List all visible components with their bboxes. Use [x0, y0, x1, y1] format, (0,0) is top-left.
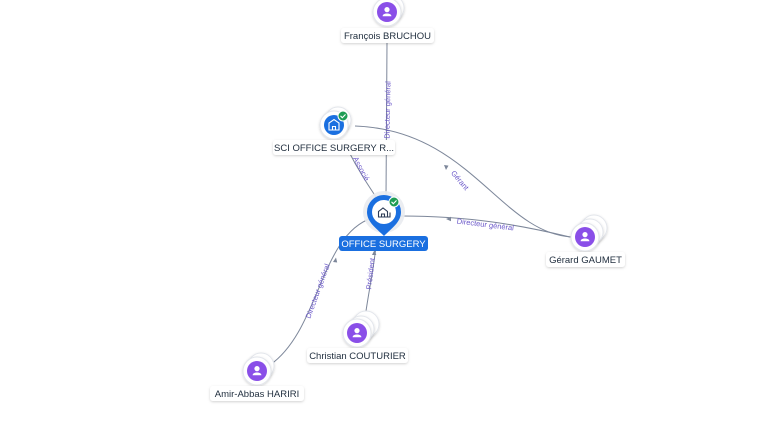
edge-label-bruchou-office: Directeur général	[382, 81, 392, 139]
verified-check-icon	[337, 110, 349, 122]
node-office-surgery[interactable]: OFFICE SURGERY	[339, 191, 428, 251]
node-francois-bruchou[interactable]: François BRUCHOU	[341, 0, 434, 43]
building-icon	[377, 207, 391, 218]
verified-check-icon	[388, 196, 400, 208]
edge-arrow	[444, 165, 449, 170]
edge-bruchou-office	[385, 41, 388, 199]
edge-arrow	[372, 250, 377, 255]
edges	[269, 41, 572, 366]
node-label-amir-abbas-hariri: Amir-Abbas HARIRI	[215, 389, 299, 400]
edge-label-sci-office: Associé	[351, 155, 371, 182]
node-label-gerard-gaumet: Gérard GAUMET	[549, 255, 622, 266]
node-sci-office-surgery[interactable]: SCI OFFICE SURGERY R...	[273, 106, 395, 155]
edge-gaumet-sci	[354, 125, 572, 238]
edge-label-hariri-office: Directeur général	[304, 262, 332, 319]
edge-gaumet-office	[400, 215, 571, 238]
building-icon	[328, 118, 340, 131]
node-label-sci-office-surgery: SCI OFFICE SURGERY R...	[274, 143, 394, 154]
node-gerard-gaumet[interactable]: Gérard GAUMET	[546, 214, 625, 267]
node-amir-abbas-hariri[interactable]: Amir-Abbas HARIRI	[210, 352, 304, 401]
edge-arrow	[446, 216, 451, 222]
node-label-francois-bruchou: François BRUCHOU	[344, 31, 431, 42]
node-label-christian-couturier: Christian COUTURIER	[309, 351, 406, 362]
edge-label-couturier-office: Président	[364, 257, 377, 290]
node-christian-couturier[interactable]: Christian COUTURIER	[307, 310, 408, 363]
edge-label-gaumet-sci: Gérant	[449, 169, 471, 193]
edge-arrow	[333, 257, 338, 263]
node-label-office-surgery: OFFICE SURGERY	[341, 239, 426, 250]
edge-hariri-office	[269, 217, 373, 366]
edge-label-gaumet-office: Directeur général	[456, 217, 515, 233]
